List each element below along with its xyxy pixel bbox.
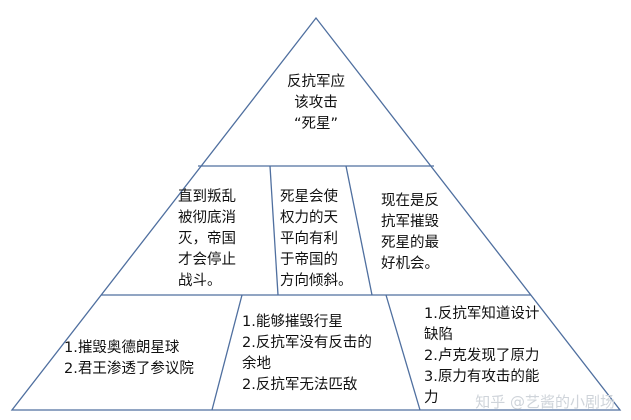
bottom-right-line: 2.卢克发现了原力 — [424, 348, 540, 364]
bottom-right-line: 1.反抗军知道设计 — [424, 306, 540, 322]
middle-left-line: 直到叛乱 — [178, 189, 236, 205]
bottom-left-text: 1.摧毁奥德朗星球 2.君王渗透了参议院 — [64, 338, 194, 380]
middle-center-line: 死星会使 — [280, 189, 338, 205]
middle-center-line: 于帝国的 — [280, 252, 338, 268]
bottom-left-line: 1.摧毁奥德朗星球 — [64, 340, 180, 356]
middle-left-line: 战斗。 — [178, 273, 222, 289]
apex-line: 反抗军应 — [287, 74, 345, 90]
bottom-right-text: 1.反抗军知道设计 缺陷 2.卢克发现了原力 3.原力有攻击的能 力 — [424, 304, 539, 409]
middle-right-line: 死星的最 — [381, 235, 439, 251]
watermark: 知乎 @艺酱的小剧场 — [475, 393, 615, 411]
apex-line: “死星” — [293, 116, 339, 132]
middle-right-line: 好机会。 — [381, 256, 439, 272]
middle-center-line: 平向有利 — [280, 231, 338, 247]
apex-line: 该攻击 — [294, 95, 338, 111]
bottom-divider-left — [211, 294, 243, 411]
bottom-center-line: 2.反抗军无法匹敌 — [242, 377, 358, 393]
middle-center-line: 方向倾斜。 — [280, 273, 353, 289]
bottom-center-line: 2.反抗军没有反击的 — [242, 335, 372, 351]
bottom-center-line: 余地 — [242, 356, 271, 372]
middle-center-line: 权力的天 — [280, 210, 338, 226]
bottom-divider-right — [385, 294, 421, 411]
bottom-right-line: 3.原力有攻击的能 — [424, 369, 540, 385]
bottom-right-line: 力 — [424, 390, 439, 406]
apex-text: 反抗军应 该攻击 “死星” — [258, 72, 374, 135]
middle-left-line: 灭，帝国 — [178, 231, 236, 247]
middle-left-line: 才会停止 — [178, 252, 236, 268]
bottom-center-text: 1.能够摧毁行星 2.反抗军没有反击的 余地 2.反抗军无法匹敌 — [242, 312, 372, 396]
bottom-center-line: 1.能够摧毁行星 — [242, 314, 343, 330]
middle-divider-right — [345, 165, 373, 296]
middle-right-line: 现在是反 — [381, 193, 439, 209]
middle-right-text: 现在是反 抗军摧毁 死星的最 好机会。 — [381, 191, 439, 275]
middle-divider-left — [269, 165, 279, 296]
pyramid-outline — [10, 16, 622, 411]
bottom-right-line: 缺陷 — [424, 327, 453, 343]
middle-left-line: 被彻底消 — [178, 210, 236, 226]
middle-right-line: 抗军摧毁 — [381, 214, 439, 230]
bottom-left-line: 2.君王渗透了参议院 — [64, 361, 194, 377]
middle-center-text: 死星会使 权力的天 平向有利 于帝国的 方向倾斜。 — [280, 187, 353, 292]
middle-left-text: 直到叛乱 被彻底消 灭，帝国 才会停止 战斗。 — [178, 187, 236, 292]
